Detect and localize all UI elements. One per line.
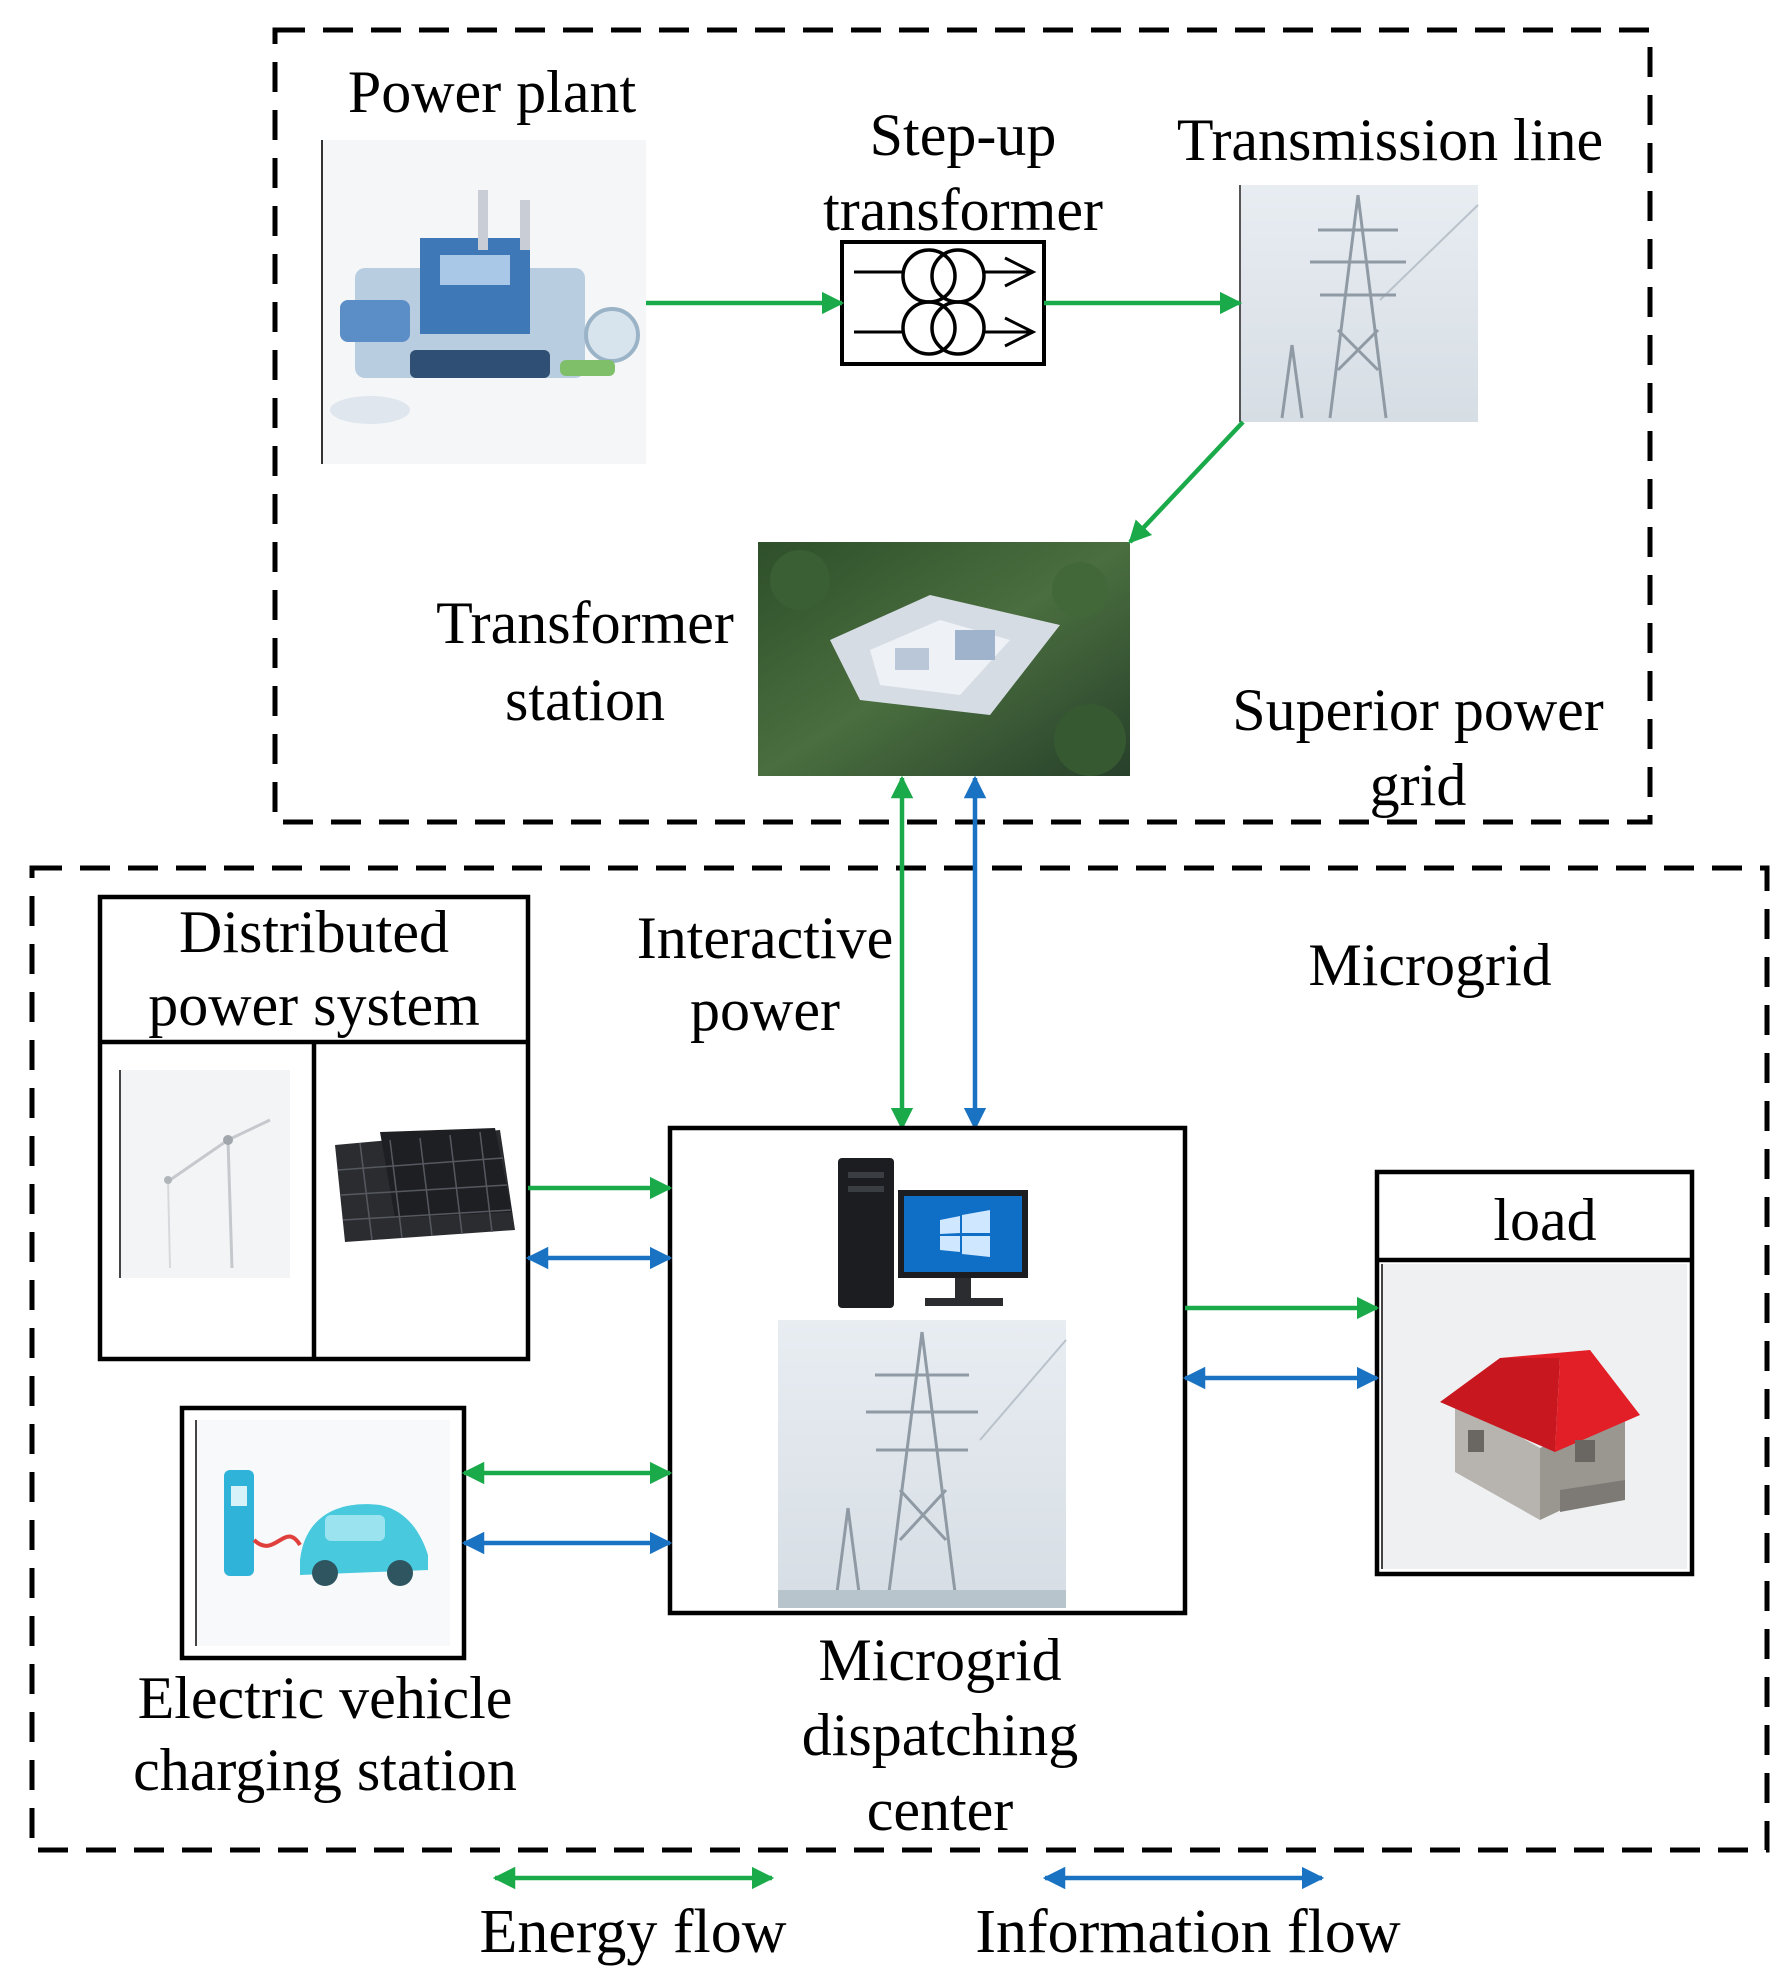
energy-arrow-line-to-station	[1128, 420, 1245, 544]
transmission-tower-icon	[1239, 185, 1479, 422]
ev-charging-label-2: charging station	[133, 1737, 517, 1803]
legend-information-flow-label: Information flow	[975, 1898, 1401, 1966]
transmission-tower-icon	[778, 1320, 1067, 1608]
distributed-power-label-1: Distributed	[179, 899, 449, 965]
dispatching-center-label-3: center	[867, 1777, 1014, 1843]
dispatching-center-label-2: dispatching	[802, 1702, 1079, 1768]
legend-energy-flow-label: Energy flow	[479, 1898, 786, 1966]
superior-power-grid-label-1: Superior power	[1232, 677, 1604, 743]
distributed-power-label-2: power system	[148, 972, 480, 1038]
step-up-transformer-label-2: transformer	[823, 177, 1103, 243]
interactive-power-label-1: Interactive	[637, 905, 894, 971]
interactive-power-label-2: power	[690, 977, 840, 1043]
computer-icon	[838, 1158, 1028, 1308]
transmission-line-label: Transmission line	[1177, 107, 1603, 173]
superior-power-grid-label-2: grid	[1370, 752, 1467, 818]
house-icon	[1381, 1264, 1687, 1569]
ev-charging-label-1: Electric vehicle	[138, 1665, 513, 1731]
power-plant-icon	[321, 140, 646, 464]
solar-panel-icon	[322, 1102, 518, 1242]
load-label: load	[1493, 1187, 1596, 1253]
power-plant-label: Power plant	[348, 59, 637, 125]
step-up-transformer-icon	[840, 240, 1046, 366]
ev-charger-icon	[195, 1420, 450, 1646]
transformer-station-icon	[758, 542, 1130, 776]
microgrid-label: Microgrid	[1308, 932, 1551, 998]
wind-turbine-icon	[119, 1070, 290, 1278]
dispatching-center-label-1: Microgrid	[818, 1627, 1061, 1693]
step-up-transformer-label-1: Step-up	[870, 102, 1057, 168]
transformer-station-label-2: station	[505, 667, 665, 733]
transformer-station-label-1: Transformer	[436, 590, 734, 656]
superior-grid-boundary	[272, 27, 1653, 825]
